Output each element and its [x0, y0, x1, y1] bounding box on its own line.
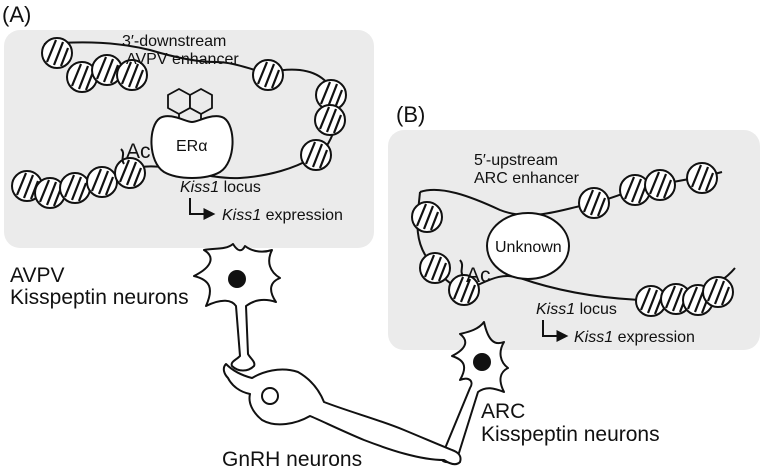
expression-gene-name: Kiss1	[222, 207, 261, 224]
transcription-arrow-icon	[189, 198, 216, 220]
nucleosome	[40, 36, 74, 70]
er-alpha-protein: ERα	[150, 115, 234, 179]
locus-gene-name: Kiss1	[180, 179, 219, 196]
nucleosome	[418, 251, 452, 285]
expression-word: expression	[613, 329, 695, 346]
panel-b-enhancer-line2: ARC enhancer	[474, 170, 580, 187]
panel-a: (A) ERα	[2, 2, 374, 309]
panel-a-enhancer-line2: AVPV enhancer	[126, 51, 239, 68]
panel-a-expression-label: Kiss1 expression	[222, 207, 343, 224]
panel-b-enhancer-line1: 5′-upstream	[474, 152, 558, 169]
arc-label: ARC	[481, 400, 525, 423]
acetylation-label-b: Ac	[466, 264, 491, 287]
transcription-arrow-icon	[542, 320, 569, 342]
panel-b: (B) Unknown Ac 5′-upstream ARC	[388, 102, 760, 350]
nucleosome	[85, 165, 119, 199]
expression-gene-name: Kiss1	[574, 329, 613, 346]
avpv-kisspeptin-label: Kisspeptin neurons	[10, 286, 189, 309]
gnrh-neurons-label: GnRH neurons	[222, 448, 362, 471]
nucleosome	[685, 161, 719, 195]
panel-a-locus-label: Kiss1 locus	[180, 179, 261, 196]
avpv-nucleus	[228, 270, 246, 288]
acetylation-label-a: Ac	[126, 140, 151, 163]
panel-b-expression-label: Kiss1 expression	[574, 329, 695, 346]
panel-a-letter: (A)	[2, 2, 31, 27]
nucleosome	[577, 186, 611, 220]
panel-b-letter: (B)	[396, 102, 425, 127]
nucleosome	[58, 171, 92, 205]
nucleosome	[643, 168, 677, 202]
avpv-kisspeptin-neuron-icon	[193, 243, 281, 372]
panel-b-acetylation-mark: Ac	[459, 259, 491, 287]
arc-nucleus	[473, 353, 491, 371]
panel-a-acetylation-mark: Ac	[120, 140, 151, 165]
nucleosome	[313, 103, 347, 137]
unknown-factor-label: Unknown	[495, 239, 562, 256]
nucleosome	[410, 200, 444, 234]
locus-word: locus	[575, 301, 617, 318]
locus-gene-name: Kiss1	[536, 301, 575, 318]
avpv-label: AVPV	[10, 264, 64, 287]
arc-kisspeptin-label: Kisspeptin neurons	[481, 423, 660, 446]
gnrh-nucleus	[261, 387, 279, 405]
gnrh-neuron-icon	[222, 363, 462, 466]
unknown-factor-protein: Unknown	[486, 212, 570, 280]
panel-a-enhancer-line1: 3′-downstream	[122, 33, 226, 50]
expression-word: expression	[261, 207, 343, 224]
nucleosome	[299, 138, 333, 172]
locus-word: locus	[219, 179, 261, 196]
panel-b-locus-label: Kiss1 locus	[536, 301, 617, 318]
nucleosome	[701, 275, 735, 309]
er-alpha-label: ERα	[176, 138, 207, 155]
nucleosome	[251, 58, 285, 92]
